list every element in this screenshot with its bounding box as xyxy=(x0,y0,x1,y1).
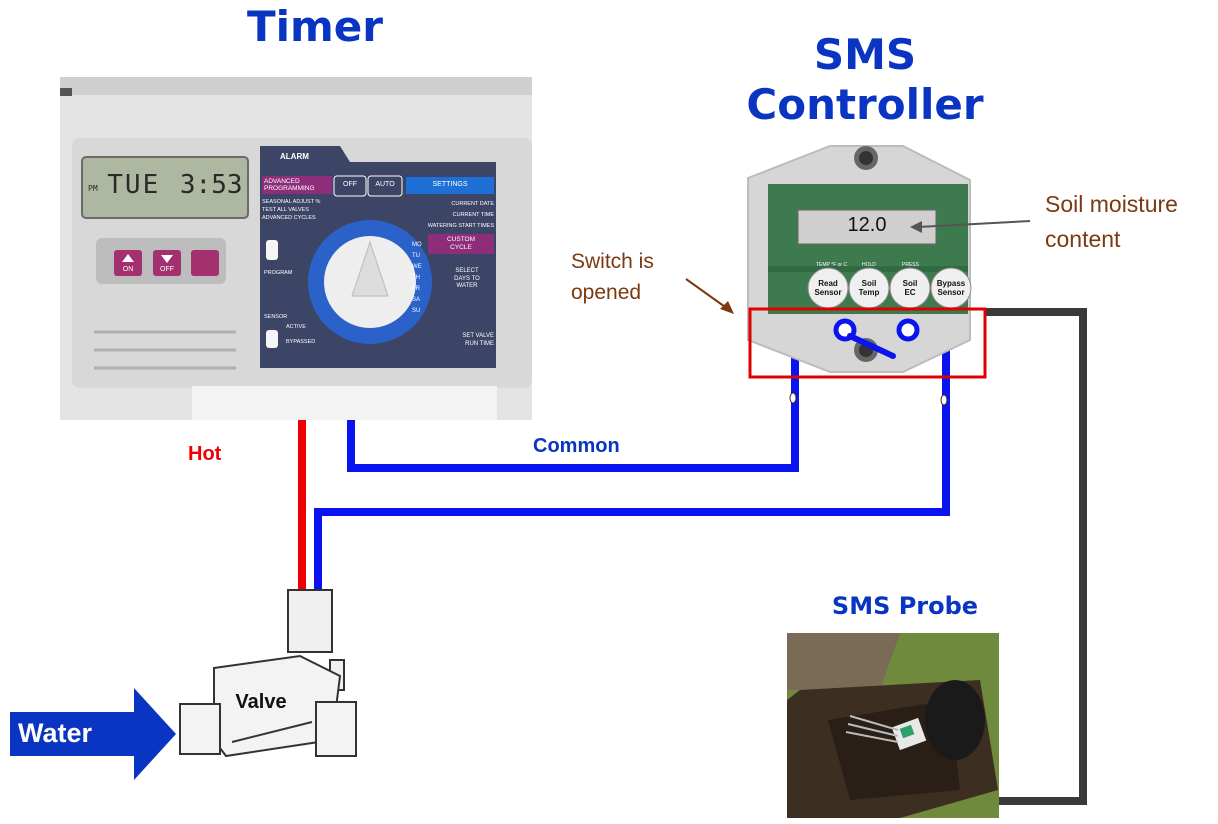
select-days-line1: SELECT xyxy=(455,268,479,274)
advanced-cycles-label: ADVANCED CYCLES xyxy=(262,215,316,221)
seasonal-adjust-label: SEASONAL ADJUST % xyxy=(262,199,321,205)
sms-probe-title: SMS Probe xyxy=(831,592,979,620)
current-time-label: CURRENT TIME xyxy=(452,212,494,218)
bypass-sensor-label: Bypass Sensor xyxy=(931,279,971,297)
sms-controller-title-line2: Controller xyxy=(746,80,984,129)
timer-lcd-readout: PM TUE 3:53 xyxy=(88,170,248,206)
sms-controller-title: SMS Controller xyxy=(720,30,1010,130)
settings-label: SETTINGS xyxy=(432,181,468,188)
water-arrow xyxy=(10,688,176,780)
soil-moisture-annotation: Soil moisture content xyxy=(1045,187,1178,257)
switch-annotation: Switch is opened xyxy=(571,246,654,308)
hold-label: HOLD xyxy=(862,262,876,268)
temp-unit-label: TEMP °F or C xyxy=(816,262,848,268)
valve-device xyxy=(179,589,357,758)
soil-temp-line1: Soil xyxy=(861,279,877,288)
right-settings-list: CURRENT DATE CURRENT TIME WATERING START… xyxy=(398,199,494,232)
auto-mode-label[interactable]: AUTO xyxy=(375,181,395,188)
soil-ec-label: Soil EC xyxy=(890,279,930,297)
bypassed-label: BYPASSED xyxy=(286,339,316,345)
lcd-day: TUE xyxy=(107,170,161,200)
valve-label: Valve xyxy=(235,691,287,713)
custom-cycle-line1: CUSTOM xyxy=(446,236,476,243)
off-mode-label[interactable]: OFF xyxy=(343,181,357,188)
soil-temp-line2: Temp xyxy=(858,288,880,297)
timer-on-button[interactable] xyxy=(114,250,142,276)
timer-lcd xyxy=(81,156,249,219)
advanced-programming-label: ADVANCED PROGRAMMING xyxy=(264,178,315,192)
sms-controller-device xyxy=(747,145,987,379)
watering-start-times-label: WATERING START TIMES xyxy=(427,223,494,229)
open-switch-lever xyxy=(847,333,896,359)
current-date-label: CURRENT DATE xyxy=(451,201,494,207)
soil-temp-label: Soil Temp xyxy=(849,279,889,297)
set-valve-line2: RUN TIME xyxy=(465,340,494,347)
select-days-line3: WATER xyxy=(456,283,478,289)
select-days-label: SELECT DAYS TO WATER xyxy=(440,268,494,291)
switch-highlight-box xyxy=(748,307,987,379)
timer-on-label: ON xyxy=(122,266,134,273)
select-days-line2: DAYS TO xyxy=(454,275,480,282)
test-all-valves-label: TEST ALL VALVES xyxy=(262,207,309,213)
custom-cycle-line2: CYCLE xyxy=(450,244,472,251)
day-th: TH xyxy=(412,275,420,281)
set-valve-run-time-label: SET VALVE RUN TIME xyxy=(440,333,494,348)
lcd-pm: PM xyxy=(88,184,98,193)
day-sa: SA xyxy=(412,297,421,303)
soil-annotation-line2: content xyxy=(1045,226,1121,252)
timer-title: Timer xyxy=(246,2,383,51)
soil-ec-line2: EC xyxy=(904,288,916,297)
day-we: WE xyxy=(412,264,422,270)
day-mo: MO xyxy=(412,242,422,248)
press-label: PRESS xyxy=(902,262,919,268)
timer-off-label: OFF xyxy=(160,266,174,273)
timer-manual-button[interactable] xyxy=(191,250,219,276)
set-valve-line1: SET VALVE xyxy=(462,333,494,339)
probe-photo xyxy=(787,633,999,818)
bypass-sensor-line1: Bypass xyxy=(936,279,966,288)
adv-prog-line2: PROGRAMMING xyxy=(264,185,315,192)
water-label: Water xyxy=(18,718,93,748)
soil-ec-line1: Soil xyxy=(902,279,918,288)
sensor-label: SENSOR xyxy=(264,314,288,320)
read-sensor-line1: Read xyxy=(818,279,838,288)
active-label: ACTIVE xyxy=(286,324,306,330)
soil-annotation-line1: Soil moisture xyxy=(1045,191,1178,217)
program-label: PROGRAM xyxy=(264,270,293,276)
soil-annotation-arrow xyxy=(917,220,1031,228)
custom-cycle-label: CUSTOM CYCLE xyxy=(428,236,494,252)
switch-annotation-line1: Switch is xyxy=(571,250,654,273)
adv-prog-line1: ADVANCED xyxy=(264,178,300,185)
read-sensor-line2: Sensor xyxy=(814,288,842,297)
switch-terminal-right xyxy=(896,318,920,342)
common-wire-label: Common xyxy=(533,435,620,457)
read-sensor-label: Read Sensor xyxy=(808,279,848,297)
sms-controller-title-line1: SMS xyxy=(813,30,917,79)
controller-display-value: 12.0 xyxy=(847,214,887,236)
hot-wire-label: Hot xyxy=(188,443,222,465)
switch-annotation-line2: opened xyxy=(571,281,642,304)
day-su: SU xyxy=(412,308,421,314)
left-settings-list: SEASONAL ADJUST % TEST ALL VALVES ADVANC… xyxy=(262,198,320,222)
switch-annotation-arrow xyxy=(685,278,729,310)
timer-device xyxy=(60,77,532,420)
day-tu: TU xyxy=(412,253,420,259)
alarm-label: ALARM xyxy=(280,152,309,161)
lcd-time: 3:53 xyxy=(179,170,243,200)
bypass-sensor-line2: Sensor xyxy=(937,288,965,297)
day-fr: FR xyxy=(412,286,420,292)
days-list: MO TU WE TH FR SA SU xyxy=(412,240,422,317)
